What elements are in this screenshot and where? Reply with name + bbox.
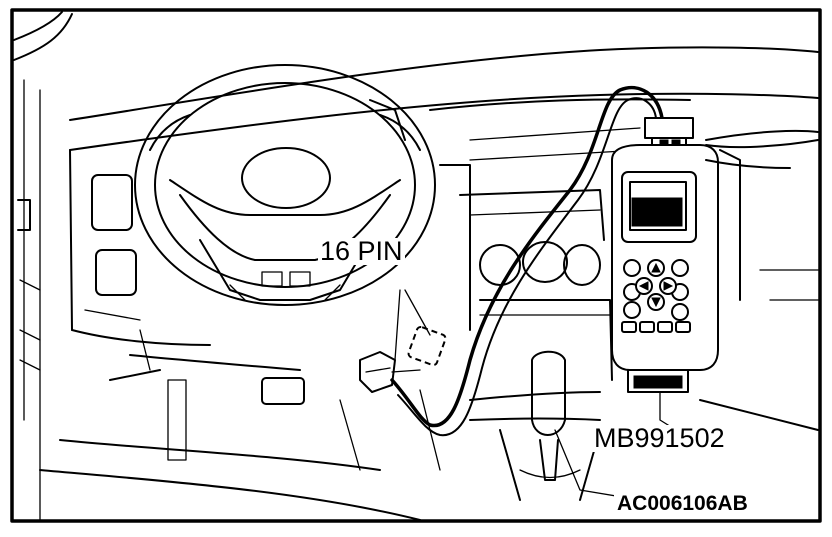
gear-shift: [499, 350, 601, 501]
steering-wheel: [134, 64, 436, 306]
right-door: [699, 149, 819, 431]
dashboard-top: [69, 46, 819, 161]
floor-pedals: [39, 377, 441, 521]
left-dash-panel: [69, 149, 301, 381]
figure-border: [10, 8, 822, 523]
diagnostic-cable: [390, 85, 664, 437]
tool-label: MB991502: [592, 423, 727, 453]
figure-code: AC006106AB: [614, 492, 751, 515]
mb991502-tester: [611, 117, 819, 393]
connector-16pin: [359, 289, 447, 393]
connector-label: 16 PIN: [318, 236, 405, 266]
a-pillar: [13, 11, 73, 521]
